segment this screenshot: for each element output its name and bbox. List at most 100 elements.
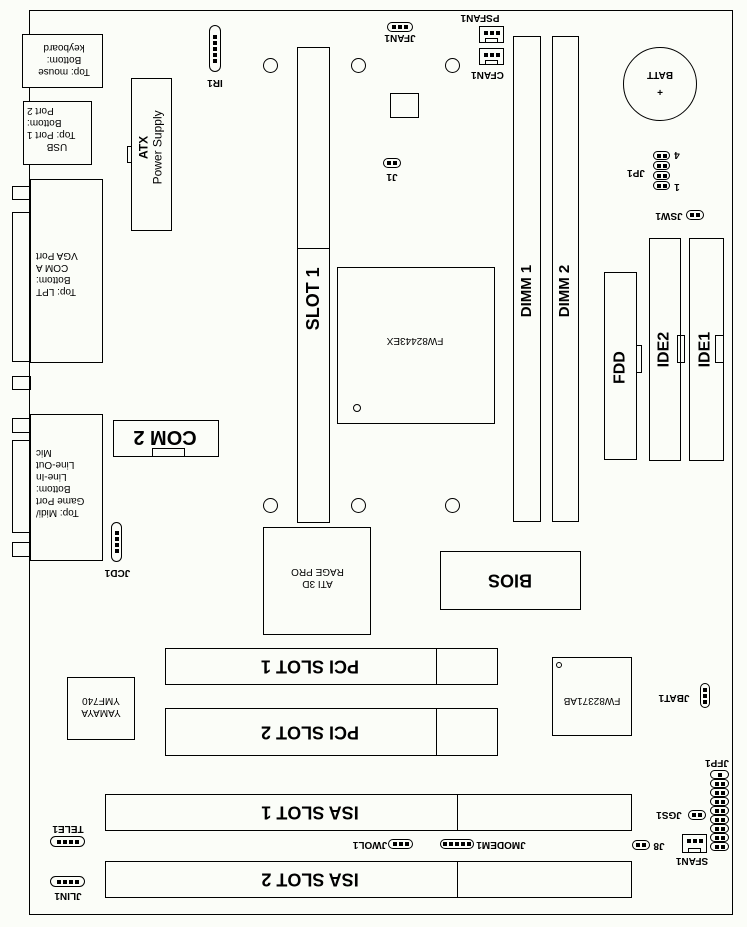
port-tab: [12, 418, 31, 433]
psfan1-label: PSFAN1: [460, 12, 500, 23]
pin: [717, 772, 722, 777]
southbridge-chip: [552, 657, 632, 736]
pin: [68, 839, 73, 844]
port-tab: [12, 376, 31, 390]
jfp1-pin-row: [710, 824, 729, 833]
slot-divider: [457, 861, 458, 898]
audio-label: Top: Midi/ Game Port Bottom: Line-In Lin…: [36, 446, 91, 518]
isa2-label: ISA SLOT 2: [261, 869, 359, 890]
j1-label: J1: [386, 171, 398, 182]
pci-slot-2: [165, 708, 498, 756]
pin: [698, 813, 702, 817]
pci1-label: PCI SLOT 1: [261, 656, 360, 677]
pin: [720, 799, 725, 804]
jfp1-pin-row: [710, 833, 729, 842]
jbat1-jumper: [700, 683, 710, 708]
mounting-hole: [263, 58, 278, 73]
pin: [483, 31, 488, 35]
dimm2-slot: [552, 36, 579, 522]
pin: [714, 835, 719, 840]
fdd-key: [636, 345, 642, 373]
mounting-hole: [351, 58, 366, 73]
pin1-marker: [353, 404, 361, 412]
lpt-com-vga-connector: [30, 179, 103, 363]
small-chip: [390, 93, 419, 118]
lpt-vga-shell: [12, 212, 31, 362]
jlin1-label: JLIN1: [54, 890, 82, 901]
atx-label: ATX Power Supply: [137, 87, 166, 207]
dimm1-slot: [513, 36, 541, 522]
pci2-label: PCI SLOT 2: [261, 722, 360, 743]
cpu-slot-1: [297, 47, 330, 523]
pin: [720, 835, 725, 840]
ps2-line: keyboard: [43, 42, 85, 53]
audio-line: Bottom:: [36, 483, 71, 494]
batt-label: BATT: [647, 69, 673, 80]
northbridge-chip: [337, 267, 495, 424]
pin: [720, 781, 725, 786]
pin: [393, 161, 397, 165]
usb-line: USB: [46, 141, 68, 152]
jlin1-header: [50, 876, 85, 887]
pin: [720, 790, 725, 795]
pin: [443, 842, 447, 846]
pin: [662, 183, 667, 188]
pin: [213, 52, 217, 57]
vga-line: Top: LPT: [36, 286, 77, 297]
jfp1-pin-row: [710, 770, 729, 779]
audio-line: Line-In: [36, 471, 67, 482]
pin: [114, 531, 119, 535]
port-tab: [12, 186, 31, 200]
pin: [387, 161, 391, 165]
audio-line: Line-Out: [36, 459, 75, 470]
vga-label: Top: LPT Bottom: COM A VGA Port: [36, 249, 92, 297]
bios-chip: [440, 551, 581, 610]
mounting-hole: [263, 498, 278, 513]
audio-line: Game Port: [36, 495, 85, 506]
jp1-pin-row: [653, 151, 670, 160]
pin: [461, 842, 465, 846]
pin: [489, 53, 494, 57]
northbridge-label: FW82443EX: [386, 335, 444, 346]
fdd-label: FDD: [611, 351, 629, 385]
dimm2-label: DIMM 2: [556, 264, 573, 318]
pin: [662, 153, 667, 158]
pin1-marker: [556, 662, 562, 668]
com2-label: COM 2: [133, 426, 197, 448]
pin: [68, 879, 73, 884]
isa1-label: ISA SLOT 1: [261, 802, 359, 823]
jfan1-header: [387, 22, 413, 32]
jcd1-label: JCD1: [104, 567, 131, 578]
pin: [720, 844, 725, 849]
slot-divider: [457, 794, 458, 831]
pin: [662, 173, 667, 178]
pin: [698, 839, 703, 843]
jmodem1-label: JMODEM1: [476, 839, 526, 850]
pin: [114, 543, 119, 547]
jfp1-pin-row: [710, 815, 729, 824]
mounting-hole: [445, 58, 460, 73]
jp1-pin-row: [653, 171, 670, 180]
ide1-key: [715, 335, 724, 363]
pin: [62, 879, 67, 884]
yamaha-line: YMF740: [82, 695, 120, 706]
psfan1-connector: [479, 26, 504, 43]
pin: [703, 687, 707, 692]
yamaha-line: YAMAYA: [81, 707, 121, 718]
ide2-label: IDE2: [655, 331, 673, 368]
pin: [398, 842, 403, 846]
pin: [467, 842, 471, 846]
pin: [692, 839, 697, 843]
pin: [692, 813, 696, 817]
jfp1-label: JFP1: [705, 757, 729, 768]
pin: [56, 879, 61, 884]
battery: [623, 47, 697, 121]
usb-line: Bottom:: [27, 117, 62, 128]
com2-key: [152, 448, 185, 457]
pin: [656, 173, 661, 178]
slot-divider: [436, 648, 437, 685]
pin: [696, 213, 700, 217]
port-tab: [12, 542, 31, 557]
tele1-header: [50, 836, 85, 847]
ps2-line: Bottom:: [46, 54, 82, 65]
